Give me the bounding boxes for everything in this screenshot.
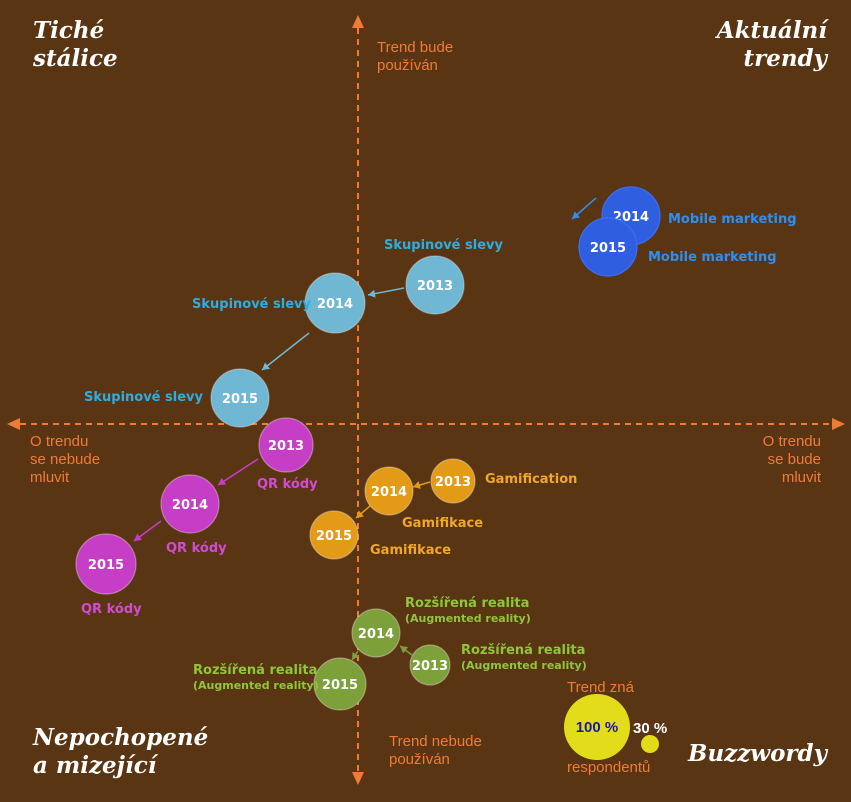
trend-label-mobile-2014: Mobile marketing xyxy=(668,212,797,227)
bubble-year-mobile-2015: 2015 xyxy=(590,241,626,256)
trend-label-qr-2013: QR kódy xyxy=(257,477,318,492)
trend-sublabel-ar-2013: (Augmented reality) xyxy=(461,659,587,672)
bubble-year-qr-2015: 2015 xyxy=(88,558,124,573)
trend-arrow-qr-2014 xyxy=(133,520,162,542)
axis-label-bottom: Trend nebude používán xyxy=(389,733,482,768)
trend-label-ar-2014: Rozšířená realita xyxy=(405,596,529,611)
trend-arrow-gam-2013 xyxy=(412,481,431,489)
trend-sublabel-ar-2014: (Augmented reality) xyxy=(405,612,531,625)
bubble-year-gam-2013: 2013 xyxy=(435,475,471,490)
quadrant-title-top-right: Aktuální trendy xyxy=(716,17,827,72)
trend-label-gam-2013: Gamification xyxy=(485,472,577,487)
axis-label-top: Trend bude používán xyxy=(377,39,454,74)
trend-label-ar-2015: Rozšířená realita xyxy=(193,663,317,678)
trend-label-gam-2014: Gamifikace xyxy=(402,516,483,531)
bubble-year-gam-2014: 2014 xyxy=(371,485,407,500)
bubble-year-ar-2014: 2014 xyxy=(358,627,394,642)
quadrant-title-bottom-left: Nepochopené a mizející xyxy=(33,724,209,779)
trend-label-mobile-2015: Mobile marketing xyxy=(648,250,777,265)
legend-small-value: 30 % xyxy=(633,720,667,737)
quadrant-title-top-left: Tiché stálice xyxy=(33,17,118,72)
legend-caption: respondentů xyxy=(567,759,650,776)
axis-label-left: O trendu se nebude mluvit xyxy=(30,433,101,486)
trend-label-group-2015: Skupinové slevy xyxy=(84,390,204,405)
bubble-year-ar-2015: 2015 xyxy=(322,678,358,693)
bubble-year-ar-2013: 2013 xyxy=(412,659,448,674)
bubble-ar-2013 xyxy=(409,644,451,686)
axis-arrow-left-icon xyxy=(7,418,20,430)
trend-arrow-mobile-2014 xyxy=(571,197,597,220)
quadrant-title-bottom-right: Buzzwordy xyxy=(688,740,827,767)
bubble-qr-2015 xyxy=(75,533,137,595)
bubble-group-2013 xyxy=(405,255,465,315)
bubble-ar-2014 xyxy=(351,608,401,658)
bubble-year-qr-2013: 2013 xyxy=(268,439,304,454)
axis-label-right: O trendu se bude mluvit xyxy=(762,433,821,486)
trend-arrow-qr-2013 xyxy=(217,458,259,486)
trend-label-ar-2013: Rozšířená realita xyxy=(461,643,585,658)
bubble-ar-2015 xyxy=(313,657,367,711)
bubble-gam-2015 xyxy=(309,510,359,560)
bubble-gam-2014 xyxy=(364,466,414,516)
legend-bubble-small xyxy=(641,735,659,753)
trend-arrow-ar-2014 xyxy=(351,650,360,661)
bubble-year-qr-2014: 2014 xyxy=(172,498,208,513)
bubble-year-group-2015: 2015 xyxy=(222,392,258,407)
bubble-qr-2013 xyxy=(258,417,314,473)
legend-title: Trend zná xyxy=(567,679,635,696)
trend-arrow-group-2013 xyxy=(367,287,405,298)
axis-arrow-up-icon xyxy=(352,15,364,28)
trend-arrow-ar-2013 xyxy=(399,645,413,656)
trend-label-qr-2014: QR kódy xyxy=(166,541,227,556)
trend-arrow-gam-2014 xyxy=(355,505,371,519)
bubble-year-gam-2015: 2015 xyxy=(316,529,352,544)
bubble-year-group-2013: 2013 xyxy=(417,279,453,294)
trend-label-group-2013: Skupinové slevy xyxy=(384,238,504,253)
bubble-gam-2013 xyxy=(430,458,476,504)
axis-arrow-right-icon xyxy=(832,418,845,430)
trend-arrow-group-2014 xyxy=(261,332,310,371)
bubble-group-2015 xyxy=(210,368,270,428)
trend-label-qr-2015: QR kódy xyxy=(81,602,142,617)
trend-label-gam-2015: Gamifikace xyxy=(370,543,451,558)
legend-bubble-large xyxy=(564,694,630,760)
trend-sublabel-ar-2015: (Augmented reality) xyxy=(193,679,319,692)
axis-arrow-down-icon xyxy=(352,772,364,785)
bubble-year-group-2014: 2014 xyxy=(317,297,353,312)
legend-big-value: 100 % xyxy=(576,719,619,736)
bubble-qr-2014 xyxy=(160,474,220,534)
bubble-mobile-2015 xyxy=(578,217,638,277)
bubble-group-2014 xyxy=(304,272,366,334)
trend-label-group-2014: Skupinové slevy xyxy=(192,297,312,312)
